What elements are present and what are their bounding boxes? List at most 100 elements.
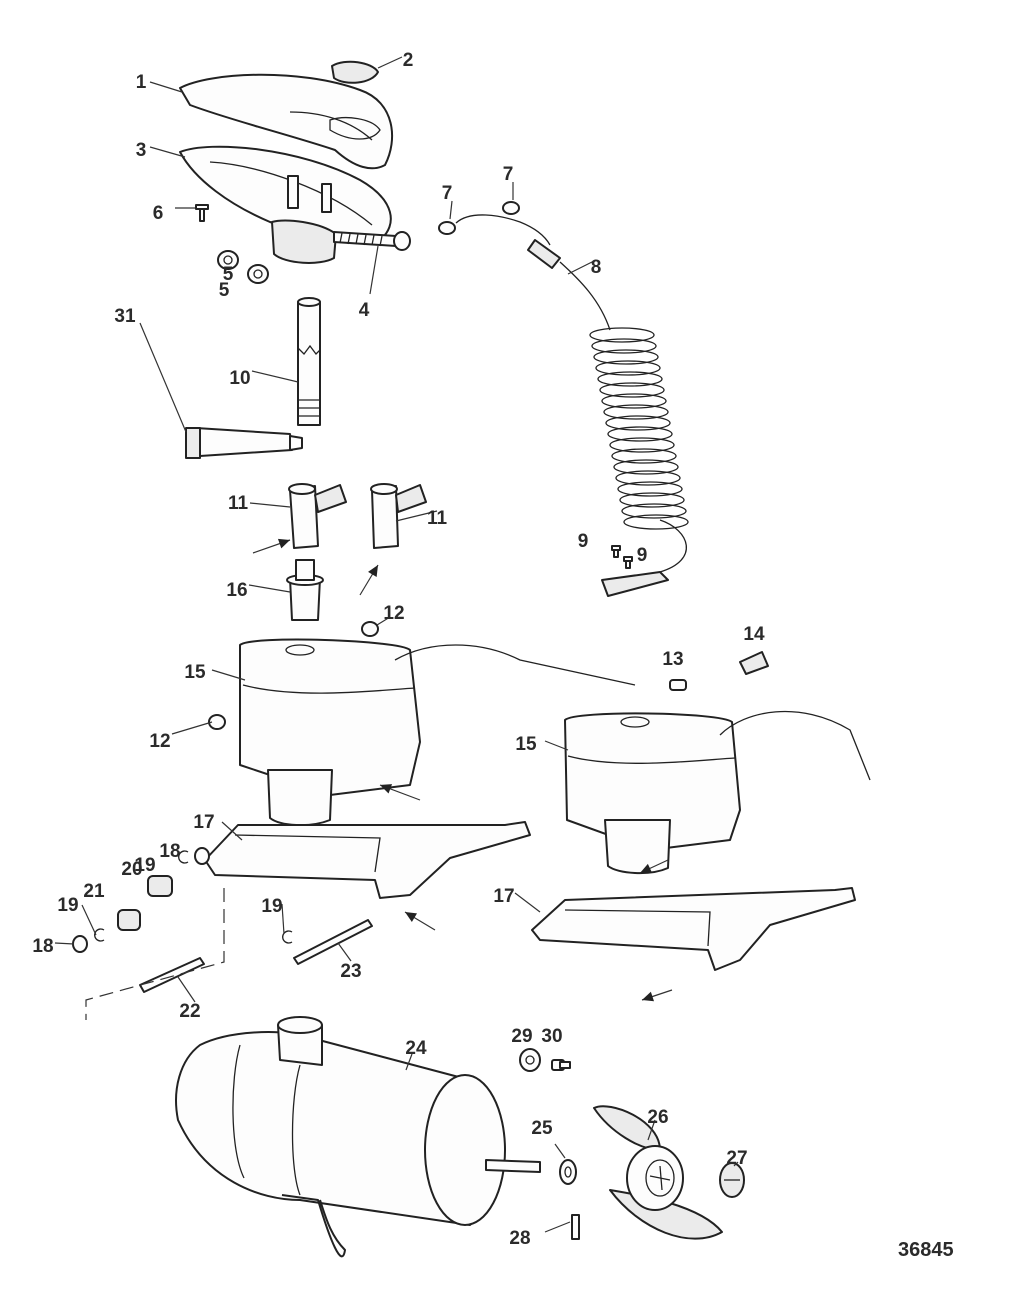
part-nut-small: [361, 621, 379, 637]
callout-7: 7: [442, 183, 453, 204]
leader-line-19: [81, 904, 97, 936]
part-screw: [195, 204, 209, 222]
part-bracket-assembly: [564, 710, 871, 875]
part-pin: [293, 919, 373, 965]
callout-8: 8: [591, 257, 602, 278]
callout-5: 5: [223, 264, 234, 285]
arrow-head: [640, 863, 653, 873]
callout-20: 20: [121, 859, 142, 880]
part-lever-arm: [204, 821, 531, 899]
callout-26: 26: [647, 1107, 668, 1128]
arrow-head: [368, 565, 378, 578]
coil-loop: [621, 503, 687, 519]
callout-21: 21: [83, 881, 105, 902]
part-e-clip: [178, 850, 189, 864]
coil-loop: [591, 338, 657, 354]
leader-line-11: [249, 502, 291, 508]
part-bushing: [519, 1048, 541, 1072]
arrow-head: [277, 538, 290, 549]
part-strain-relief: [739, 651, 769, 675]
coil-loop: [613, 459, 679, 475]
coil-loop: [607, 426, 673, 442]
leader-line-18: [54, 942, 75, 945]
part-lever-arm: [531, 887, 856, 971]
callout-31: 31: [114, 306, 136, 327]
leader-line-25: [554, 1143, 566, 1159]
part-motor: [175, 1016, 541, 1258]
part-screw-small: [611, 545, 621, 558]
part-grease-tube: [185, 427, 303, 459]
coil-loop: [593, 349, 659, 365]
leader-line-22: [177, 976, 196, 1003]
callout-6: 6: [153, 203, 164, 224]
leader-line-15: [211, 669, 246, 681]
callout-27: 27: [726, 1148, 747, 1169]
leader-line-23: [337, 942, 352, 962]
callout-9: 9: [578, 531, 589, 552]
callout-7: 7: [503, 164, 514, 185]
callout-9: 9: [637, 545, 648, 566]
coil-loop: [597, 371, 663, 387]
callout-17: 17: [493, 886, 514, 907]
leader-line-12: [171, 721, 213, 735]
leader-line-24: [405, 1053, 413, 1071]
part-propeller: [593, 1105, 723, 1240]
callout-17: 17: [193, 812, 214, 833]
leader-line-16: [248, 584, 291, 593]
callout-12: 12: [149, 731, 170, 752]
part-cover-insert: [331, 60, 379, 84]
callout-29: 29: [511, 1026, 532, 1047]
callout-18: 18: [32, 936, 53, 957]
callout-11: 11: [228, 493, 249, 514]
part-pin: [139, 957, 205, 993]
coil-loop: [609, 437, 675, 453]
part-nut-small: [208, 714, 226, 730]
callout-25: 25: [531, 1118, 553, 1139]
leader-line-27: [733, 1161, 739, 1167]
leader-line-28: [544, 1221, 571, 1233]
coil-loop: [611, 448, 677, 464]
arrow-head: [642, 991, 655, 1002]
part-bolt: [333, 231, 411, 251]
part-coil-cord: [455, 214, 689, 597]
part-screw-small: [623, 556, 633, 569]
leader-line-2: [377, 56, 403, 69]
leader-line-26: [647, 1119, 656, 1141]
callout-5: 5: [219, 280, 230, 301]
leader-line-1: [149, 81, 183, 93]
callout-22: 22: [179, 1001, 200, 1022]
leader-line-10: [251, 370, 299, 383]
part-sleeve: [669, 679, 687, 691]
part-wire-cap: [502, 201, 520, 215]
leader-line-19: [281, 903, 285, 935]
coil-loop: [599, 382, 665, 398]
callout-19: 19: [57, 895, 78, 916]
part-washer: [72, 935, 88, 953]
callout-4: 4: [359, 300, 370, 321]
assembly-line: [85, 888, 225, 1020]
coil-loop: [623, 514, 689, 530]
arrow-head: [405, 912, 418, 922]
part-washer: [559, 1159, 577, 1185]
coil-loop: [605, 415, 671, 431]
callout-14: 14: [743, 624, 765, 645]
callout-15: 15: [515, 734, 537, 755]
coil-loop: [601, 393, 667, 409]
callout-13: 13: [662, 649, 683, 670]
leader-line-31: [139, 322, 187, 433]
callout-12: 12: [383, 603, 404, 624]
coil-loop: [589, 327, 655, 343]
part-nut: [247, 264, 269, 284]
leader-line-7: [449, 200, 453, 220]
callout-30: 30: [541, 1026, 562, 1047]
part-e-clip: [282, 930, 293, 944]
part-collar: [370, 483, 427, 549]
callout-16: 16: [226, 580, 247, 601]
callout-23: 23: [340, 961, 361, 982]
callout-19: 19: [134, 855, 155, 876]
coil-loop: [603, 404, 669, 420]
part-bracket-assembly: [239, 638, 636, 827]
callout-18: 18: [159, 841, 180, 862]
leader-line-15: [544, 740, 569, 751]
